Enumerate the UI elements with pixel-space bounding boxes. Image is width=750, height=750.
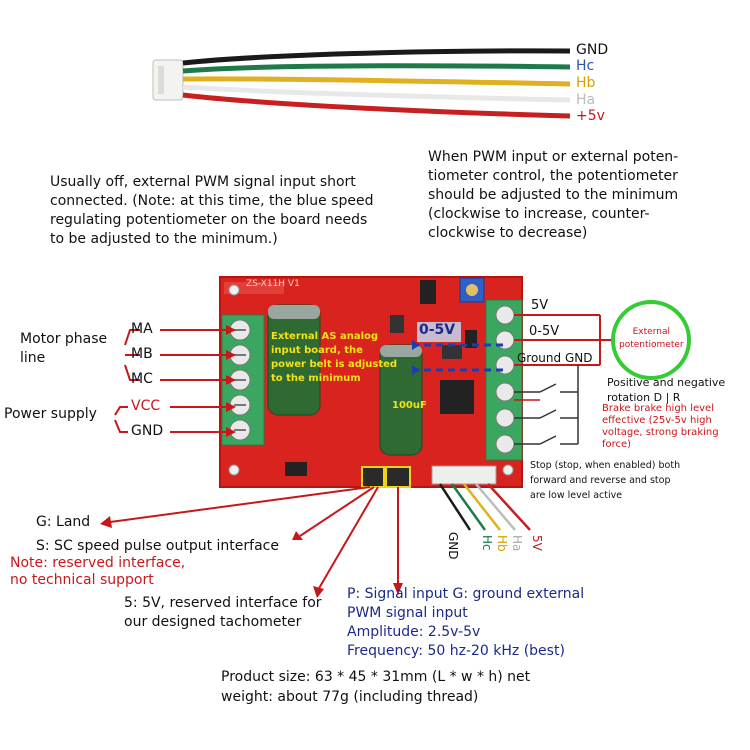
pin-label-hc: Hc — [480, 535, 494, 551]
label-gnd: GND — [131, 423, 164, 439]
cable-label-gnd: GND — [576, 42, 609, 58]
s-speed-label: S: SC speed pulse output interface — [36, 538, 279, 554]
brake-label: Brake brake high level effective (25v-5v… — [602, 403, 719, 450]
stop-label: Stop (stop, when enabled) both forward a… — [530, 460, 681, 501]
header-sc — [361, 466, 385, 488]
hall-header — [431, 465, 497, 485]
label-vcc: VCC — [131, 398, 161, 414]
hall-header-wires — [438, 483, 531, 531]
left-arrows — [114, 329, 226, 433]
label-0-5v: 0-5V — [529, 324, 560, 339]
label-ground-gnd: Ground GND — [517, 351, 593, 365]
pin-label-hb: Hb — [495, 535, 509, 552]
cable-label-hb: Hb — [576, 75, 596, 91]
wire-hc — [182, 63, 571, 74]
label-5v: 5V — [531, 298, 549, 313]
g-land-label: G: Land — [36, 514, 91, 530]
bottom-arrows — [109, 486, 399, 591]
direction-label: Positive and negative rotation D | R — [607, 376, 726, 404]
product-size: Product size: 63 * 45 * 31mm (L * w * h)… — [221, 669, 531, 705]
signal-description: P: Signal input G: ground external PWM s… — [347, 586, 585, 659]
label-ma: MA — [131, 321, 153, 337]
wire-5v — [182, 92, 571, 119]
board-model: ZS-X11H V1 — [246, 279, 300, 289]
reserved-note: Note: reserved interface, no technical s… — [10, 555, 186, 588]
board-cap-label: 100uF — [392, 400, 427, 411]
pin-label-gnd: GND — [446, 532, 460, 560]
terminal-right — [485, 299, 523, 461]
cable-label-ha: Ha — [576, 92, 596, 108]
wire-gnd — [182, 48, 571, 66]
pin-label-ha: Ha — [510, 535, 524, 552]
controller-board — [219, 276, 523, 488]
cable-connector — [152, 59, 184, 101]
hall-cable — [152, 48, 571, 119]
external-potentiometer-circle — [611, 300, 691, 380]
note-pwm-short: Usually off, external PWM signal input s… — [50, 174, 374, 247]
label-mb: MB — [131, 346, 153, 362]
right-wiring — [514, 300, 691, 445]
ic-chip — [440, 380, 474, 414]
external-potentiometer-label: External potentiometer — [619, 327, 684, 350]
motor-phase-label: Motor phase line — [20, 331, 108, 366]
note-pot-min: When PWM input or external poten- tiomet… — [428, 149, 679, 241]
cable-label-5v: +5v — [576, 108, 605, 124]
pin-label-5v: 5V — [530, 535, 544, 551]
wire-ha — [182, 84, 571, 103]
wire-hb — [182, 76, 571, 87]
power-supply-label: Power supply — [4, 406, 97, 422]
header-pwm — [385, 466, 411, 488]
board-overlay-note: External AS analog input board, the powe… — [271, 331, 398, 384]
five-v-label: 5: 5V, reserved interface for our design… — [124, 595, 322, 630]
cable-label-hc: Hc — [576, 58, 595, 74]
label-mc: MC — [131, 371, 153, 387]
board-voltage-label: 0-5V — [419, 322, 456, 338]
